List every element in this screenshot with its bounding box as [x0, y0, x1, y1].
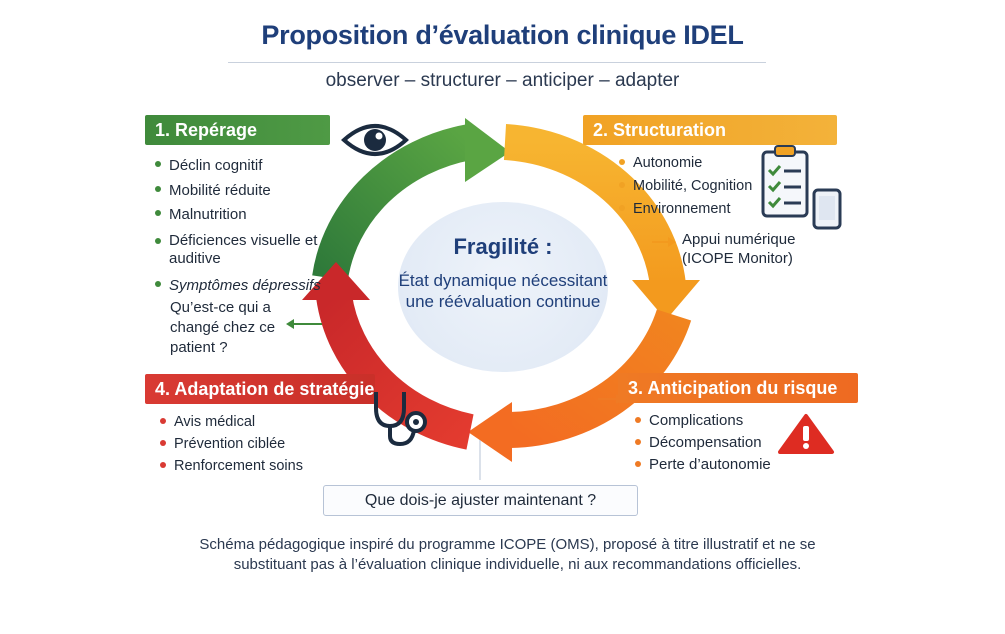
list-item: Perte d’autonomie [633, 454, 803, 476]
title-divider [228, 62, 766, 63]
section-2-list: Autonomie Mobilité, Cognition Environnem… [617, 152, 777, 221]
list-item: Complications [633, 410, 803, 432]
clipboard-checklist-icon [761, 145, 809, 218]
bottom-question: Que dois-je ajuster maintenant ? [323, 485, 638, 516]
center-text: État dynamique nécessitant une réévaluat… [398, 271, 608, 311]
warning-icon [778, 414, 834, 454]
list-item: Autonomie [617, 152, 777, 175]
list-item: Déclin cognitif [153, 154, 333, 179]
list-item: Décompensation [633, 432, 803, 454]
page-title: Proposition d’évaluation clinique IDEL [261, 20, 744, 50]
arrow-green [312, 124, 474, 282]
section-4-title: 4. Adaptation de stratégie [145, 374, 375, 404]
arrow-redorange [509, 309, 692, 448]
section-1-title: 1. Repérage clinique [145, 115, 330, 170]
footer-note-line-2: substituant pas à l’évaluation clinique … [233, 556, 802, 573]
section-2-note: Appui numérique (ICOPE Monitor) [682, 231, 796, 267]
section-3-list: Complications Décompensation Perte d’aut… [633, 410, 803, 476]
arrow-redorange-head [468, 402, 512, 462]
list-item: Malnutrition [153, 203, 333, 228]
arrow-green-head [465, 118, 510, 182]
list-item: Symptômes dépressifs [153, 274, 333, 299]
list-item: Déficiences visuelle et auditive [153, 232, 333, 268]
section-4-list: Avis médical Prévention ciblée Renforcem… [158, 411, 358, 477]
section-1-question: Qu’est-ce qui a changé chez ce patient ? [170, 299, 276, 356]
center-circle [398, 202, 608, 372]
stethoscope-icon [374, 392, 427, 447]
section-1-list: Déclin cognitif Mobilité réduite Malnutr… [153, 154, 333, 298]
center-title: Fragilité : [453, 234, 553, 259]
arrow-orange [503, 124, 686, 288]
tablet-icon [812, 188, 842, 230]
arrow-orange-head [632, 280, 700, 320]
list-item: Renforcement soins [158, 455, 358, 477]
arrow-red [316, 293, 474, 450]
section-3-title: 3. Anticipation du risque [618, 373, 858, 403]
section-2-title: 2. Structuration [583, 115, 837, 145]
arrow-red-head [302, 262, 370, 300]
list-item: Avis médical [158, 411, 358, 433]
eye-icon [341, 124, 409, 156]
list-item: Mobilité réduite [153, 179, 333, 204]
list-item: Environnement [617, 198, 777, 221]
page-subtitle: observer – structurer – anticiper – adap… [325, 70, 680, 91]
list-item: Mobilité, Cognition [617, 175, 777, 198]
footer-note-line-1: Schéma pédagogique inspiré du programme … [199, 536, 816, 553]
list-item: Prévention ciblée [158, 433, 358, 455]
